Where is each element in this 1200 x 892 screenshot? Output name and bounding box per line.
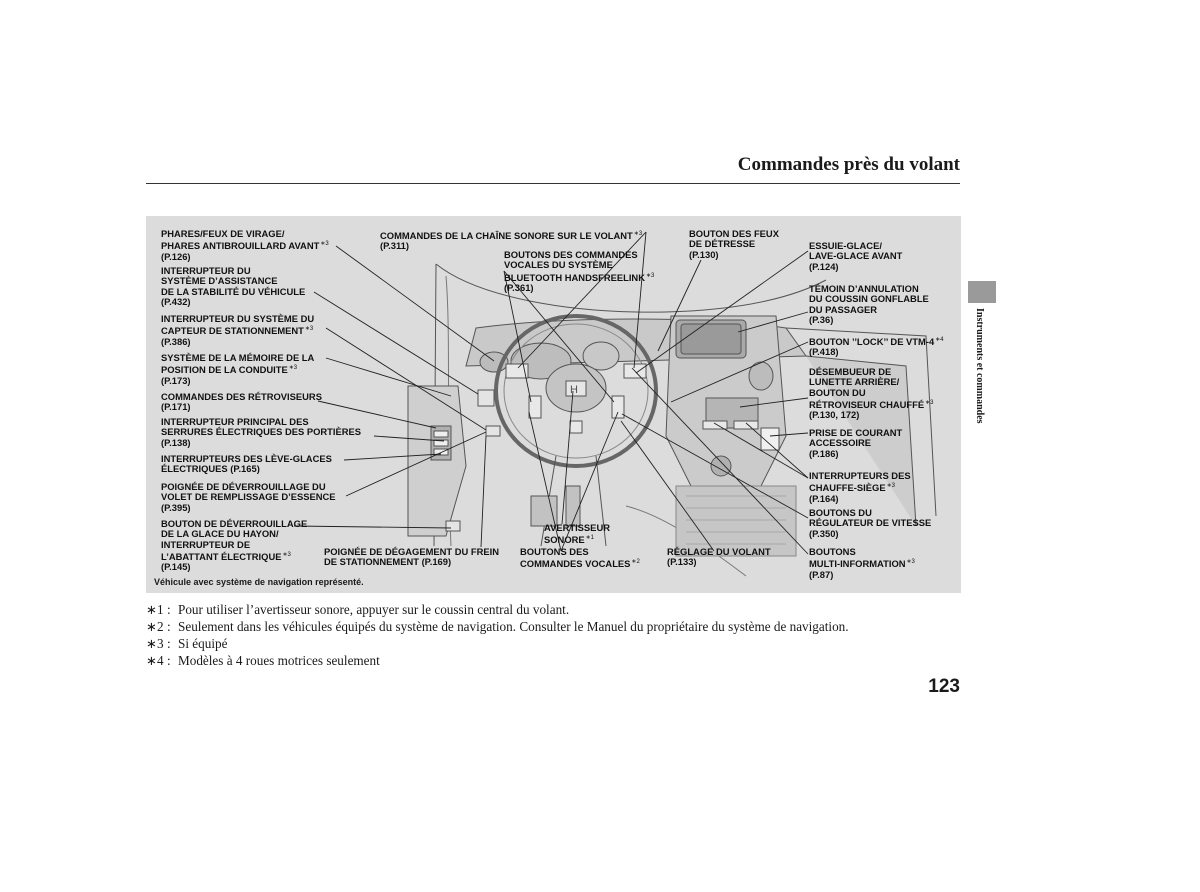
label-stabilite: INTERRUPTEUR DU SYSTÈME D’ASSISTANCE DE … <box>161 266 305 307</box>
label-essuie-ref: (P.124) <box>809 262 902 272</box>
label-leve-line-2: ÉLECTRIQUES (P.165) <box>161 464 332 474</box>
label-bluetooth-ref: (P.361) <box>504 283 654 293</box>
label-frein: POIGNÉE DE DÉGAGEMENT DU FREIN DE STATIO… <box>324 547 499 568</box>
label-phares-line-2: PHARES ANTIBROUILLARD AVANT <box>161 240 319 251</box>
footnote-text: Si équipé <box>178 636 227 651</box>
label-lock-ref: (P.418) <box>809 347 944 357</box>
label-memoire-line-2: POSITION DE LA CONDUITE <box>161 364 288 375</box>
label-chauffe-ref: (P.164) <box>809 494 911 504</box>
label-stabilite-ref: (P.432) <box>161 297 305 307</box>
label-hayon-line-3: INTERRUPTEUR DE <box>161 540 307 550</box>
page-number: 123 <box>928 676 960 698</box>
svg-text:H: H <box>570 384 578 396</box>
footnote-mark: ∗3 : <box>146 635 178 652</box>
label-avertisseur: AVERTISSEUR SONORE∗1 <box>544 523 610 546</box>
label-memoire-ref: (P.173) <box>161 376 314 386</box>
label-vocales-mark: ∗2 <box>631 559 639 565</box>
label-temoin-ref: (P.36) <box>809 315 929 325</box>
dashboard-figure: H <box>146 216 961 593</box>
page-title: Commandes près du volant <box>738 154 960 176</box>
label-vocales-line-1: BOUTONS DES <box>520 547 640 557</box>
label-prise: PRISE DE COURANT ACCESSOIRE (P.186) <box>809 428 902 459</box>
label-desembueur-line-3: BOUTON DU <box>809 388 933 398</box>
label-feux: BOUTON DES FEUX DE DÉTRESSE (P.130) <box>689 229 779 260</box>
label-memoire-mark: ∗3 <box>289 365 297 371</box>
label-chauffe-line-1: INTERRUPTEURS DES <box>809 471 911 481</box>
label-bluetooth: BOUTONS DES COMMANDES VOCALES DU SYSTÈME… <box>504 250 654 293</box>
footnote: ∗3 :Si équipé <box>146 635 849 652</box>
label-lock: BOUTON ’’LOCK’’ DE VTM-4∗4 (P.418) <box>809 335 944 358</box>
label-frein-line-2: DE STATIONNEMENT (P.169) <box>324 557 499 567</box>
label-phares-ref: (P.126) <box>161 252 329 262</box>
label-regulateur-ref: (P.350) <box>809 529 931 539</box>
label-serrures: INTERRUPTEUR PRINCIPAL DES SERRURES ÉLEC… <box>161 417 361 448</box>
footnote: ∗1 :Pour utiliser l’avertisseur sonore, … <box>146 601 849 618</box>
section-side-title: Instruments et commandes <box>974 308 985 424</box>
label-chauffe-line-2: CHAUFFE-SIÈGE <box>809 482 886 493</box>
footnote-mark: ∗2 : <box>146 618 178 635</box>
label-phares-line-1: PHARES/FEUX DE VIRAGE/ <box>161 229 329 239</box>
label-retro-ref: (P.171) <box>161 402 322 412</box>
label-multi-line-2: MULTI-INFORMATION <box>809 558 906 569</box>
label-lock-mark: ∗4 <box>935 337 943 343</box>
label-reglage: RÉGLAGE DU VOLANT (P.133) <box>667 547 771 568</box>
label-hayon-ref: (P.145) <box>161 562 307 572</box>
label-memoire-line-1: SYSTÈME DE LA MÉMOIRE DE LA <box>161 353 314 363</box>
footnote-text: Seulement dans les véhicules équipés du … <box>178 619 849 634</box>
label-capteur-line-2: CAPTEUR DE STATIONNEMENT <box>161 325 304 336</box>
footnote-mark: ∗4 : <box>146 652 178 669</box>
label-multi-ref: (P.87) <box>809 570 915 580</box>
label-regulateur: BOUTONS DU RÉGULATEUR DE VITESSE (P.350) <box>809 508 931 539</box>
label-essence: POIGNÉE DE DÉVERROUILLAGE DU VOLET DE RE… <box>161 482 336 513</box>
label-desembueur-mark: ∗3 <box>925 400 933 406</box>
label-capteur-ref: (P.386) <box>161 337 314 347</box>
label-reglage-ref: (P.133) <box>667 557 771 567</box>
footnote-text: Pour utiliser l’avertisseur sonore, appu… <box>178 602 569 617</box>
label-memoire: SYSTÈME DE LA MÉMOIRE DE LA POSITION DE … <box>161 353 314 386</box>
label-retro: COMMANDES DES RÉTROVISEURS (P.171) <box>161 392 322 413</box>
label-phares: PHARES/FEUX DE VIRAGE/ PHARES ANTIBROUIL… <box>161 229 329 262</box>
title-rule <box>146 183 960 184</box>
label-serrures-ref: (P.138) <box>161 438 361 448</box>
label-temoin: TÉMOIN D’ANNULATION DU COUSSIN GONFLABLE… <box>809 284 929 325</box>
label-feux-ref: (P.130) <box>689 250 779 260</box>
label-avertisseur-line-1: AVERTISSEUR <box>544 523 610 533</box>
label-sonore-mark: ∗3 <box>634 231 642 237</box>
footnote: ∗2 :Seulement dans les véhicules équipés… <box>146 618 849 635</box>
label-chauffe: INTERRUPTEURS DES CHAUFFE-SIÈGE∗3 (P.164… <box>809 471 911 504</box>
label-vocales-line-2: COMMANDES VOCALES <box>520 558 630 569</box>
label-multi: BOUTONS MULTI-INFORMATION∗3 (P.87) <box>809 547 915 580</box>
footnote-mark: ∗1 : <box>146 601 178 618</box>
label-sonore-line-1: COMMANDES DE LA CHAÎNE SONORE SUR LE VOL… <box>380 230 633 241</box>
label-hayon-mark: ∗3 <box>282 552 290 558</box>
label-chauffe-mark: ∗3 <box>887 483 895 489</box>
label-vocales: BOUTONS DES COMMANDES VOCALES∗2 <box>520 547 640 570</box>
figure-caption: Véhicule avec système de navigation repr… <box>154 577 364 587</box>
footnote-text: Modèles à 4 roues motrices seulement <box>178 653 380 668</box>
label-bluetooth-line-3: BLUETOOTH HANDSFREELINK <box>504 272 645 283</box>
label-prise-ref: (P.186) <box>809 449 902 459</box>
label-bluetooth-mark: ∗3 <box>646 273 654 279</box>
section-tab <box>968 281 996 303</box>
label-capteur: INTERRUPTEUR DU SYSTÈME DU CAPTEUR DE ST… <box>161 314 314 347</box>
label-bluetooth-line-2: VOCALES DU SYSTÈME <box>504 260 654 270</box>
label-hayon: BOUTON DE DÉVERROUILLAGE DE LA GLACE DU … <box>161 519 307 572</box>
label-desembueur-ref: (P.130, 172) <box>809 410 933 420</box>
label-leve: INTERRUPTEURS DES LÈVE-GLACES ÉLECTRIQUE… <box>161 454 332 475</box>
label-multi-line-1: BOUTONS <box>809 547 915 557</box>
label-avertisseur-mark: ∗1 <box>586 535 594 541</box>
label-phares-mark: ∗3 <box>320 241 328 247</box>
label-desembueur: DÉSEMBUEUR DE LUNETTE ARRIÈRE/ BOUTON DU… <box>809 367 933 420</box>
label-avertisseur-line-2: SONORE <box>544 534 585 545</box>
label-capteur-mark: ∗3 <box>305 326 313 332</box>
label-capteur-line-1: INTERRUPTEUR DU SYSTÈME DU <box>161 314 314 324</box>
label-essence-ref: (P.395) <box>161 503 336 513</box>
footnote: ∗4 :Modèles à 4 roues motrices seulement <box>146 652 849 669</box>
label-serrures-line-2: SERRURES ÉLECTRIQUES DES PORTIÈRES <box>161 427 361 437</box>
label-multi-mark: ∗3 <box>907 559 915 565</box>
footnotes: ∗1 :Pour utiliser l’avertisseur sonore, … <box>146 601 849 669</box>
label-essuie: ESSUIE-GLACE/ LAVE-GLACE AVANT (P.124) <box>809 241 902 272</box>
